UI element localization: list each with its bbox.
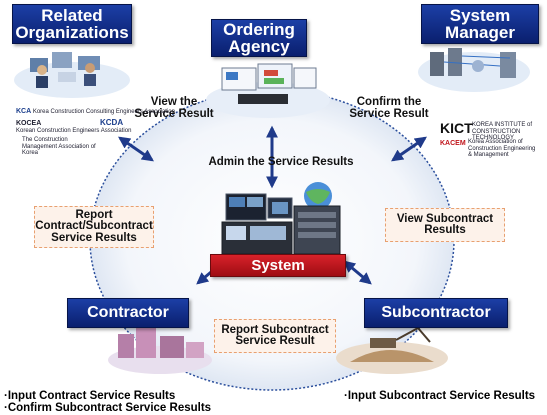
cma-logo: The Construction Management Association …: [22, 137, 96, 157]
kca-logo: KCA Korea Construction Consulting Engine…: [16, 108, 175, 115]
subcontractor-title: Subcontractor: [364, 298, 508, 328]
ordering-agency-line2: Agency: [228, 37, 290, 56]
view-subcontract-box: View Subcontract Results: [385, 208, 505, 242]
contractor-label: Contractor: [87, 304, 169, 321]
kcdi-logo-text: KCDA: [100, 118, 124, 127]
confirm-result-line1: Confirm the: [356, 96, 422, 108]
view-result-line2: Service Result: [134, 107, 214, 120]
related-organizations-line1: Related: [41, 6, 103, 25]
related-organizations-line2: Organizations: [15, 23, 129, 42]
contractor-title: Contractor: [67, 298, 189, 328]
confirm-result-line2: Service Result: [349, 107, 429, 120]
system-bar: System: [210, 254, 346, 277]
admin-results-text: Admin the Service Results: [208, 156, 354, 168]
report-contract-line3: Service Results: [51, 231, 137, 244]
kocea-logo-text: KOCEA: [16, 120, 42, 127]
excavation-illustration: [336, 327, 448, 374]
contractor-task-2: ·Confirm Subcontract Service Results: [4, 401, 212, 414]
view-result-line1: View the: [150, 96, 198, 108]
kca-logo-sub: Korea Construction Consulting Engineers …: [32, 109, 175, 115]
report-subcontract-line1: Report Subcontract: [221, 323, 329, 336]
report-subcontract-line2: Service Result: [235, 335, 315, 347]
system-manager-line2: Manager: [445, 23, 515, 42]
kacem-sub: Korea Association of Construction Engine…: [468, 139, 536, 159]
view-subcontract-line1: View Subcontract: [396, 212, 494, 225]
arrow-related-orgs: [118, 136, 154, 162]
report-contract-box: Report Contract/Subcontract Service Resu…: [34, 206, 154, 248]
network-illustration: [418, 48, 530, 92]
report-contract-line2: Contract/Subcontract: [35, 220, 153, 233]
office-illustration: [14, 52, 130, 98]
related-organizations-title: Related Organizations: [12, 4, 132, 44]
confirm-result-label: Confirm the Service Result: [346, 96, 432, 120]
view-result-label: View the Service Result: [134, 96, 214, 120]
kocea-logo: KOCEA: [16, 120, 41, 127]
server-illustration: [221, 182, 341, 255]
report-contract-line1: Report: [75, 208, 113, 221]
system-manager-line1: System: [449, 6, 511, 25]
contractor-task-1: ·Input Contract Service Results: [4, 390, 176, 402]
view-subcontract-line2: Results: [424, 224, 466, 236]
subcontractor-tasks: ·Input Subcontract Service Results: [344, 390, 536, 403]
ordering-agency-line1: Ordering: [223, 20, 295, 39]
system-label: System: [251, 257, 305, 274]
kacem-logo: KACEM: [440, 140, 466, 147]
system-manager-title: System Manager: [421, 4, 539, 44]
kca-logo-text: KCA: [16, 108, 32, 115]
contractor-tasks: ·Input Contract Service Results ·Confirm…: [4, 390, 212, 414]
kict-logo-text: KICT: [440, 120, 473, 136]
construction-illustration: [108, 318, 212, 374]
ordering-agency-title: Ordering Agency: [211, 19, 307, 57]
kict-logo: KICT: [440, 120, 473, 136]
arrow-subcontractor: [343, 260, 372, 285]
kocea-sub: Korean Construction Engineers Associatio…: [16, 128, 132, 134]
kcdi-logo: KCDA: [100, 118, 123, 127]
admin-results-label: Admin the Service Results: [196, 156, 366, 169]
arrow-system-manager: [391, 136, 427, 162]
subcontractor-task-1: ·Input Subcontract Service Results: [344, 390, 536, 402]
kict-sub: KOREA INSTITUTE of CONSTRUCTION TECHNOLO…: [472, 122, 533, 142]
report-subcontract-box: Report Subcontract Service Result: [214, 319, 336, 353]
subcontractor-label: Subcontractor: [381, 304, 491, 321]
monitor-illustration: [206, 63, 330, 118]
kacem-logo-text: KACEM: [440, 140, 466, 147]
